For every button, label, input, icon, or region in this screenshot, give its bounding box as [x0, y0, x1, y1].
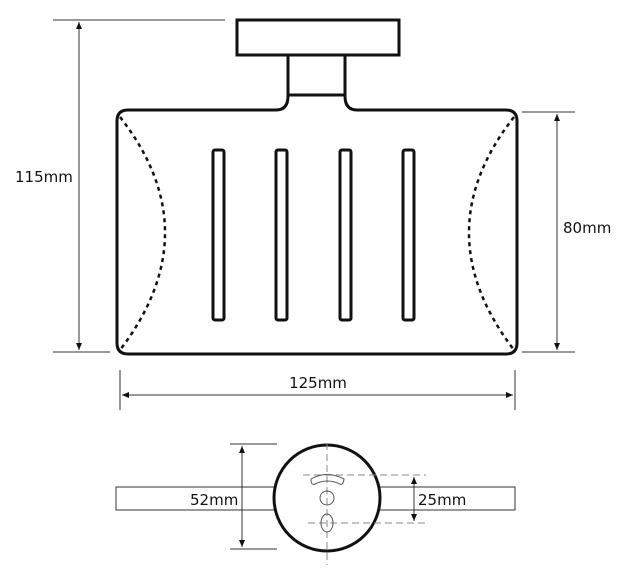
- height-dimension: 115mm: [15, 19, 225, 353]
- right-hidden-curve: [467, 116, 515, 351]
- mount-hole: [320, 513, 334, 533]
- screw-hole: [319, 490, 335, 506]
- front-view: [115, 18, 519, 356]
- top-view: 52mm 25mm: [115, 443, 516, 565]
- diameter-label: 52mm: [190, 491, 238, 509]
- drain-slots: [211, 148, 416, 322]
- width-label: 125mm: [289, 374, 347, 392]
- body-height-dimension: 80mm: [522, 111, 611, 353]
- total-height-label: 115mm: [15, 168, 73, 186]
- hole-spacing-label: 25mm: [418, 491, 466, 509]
- wall-plate: [235, 18, 401, 57]
- body-height-label: 80mm: [563, 219, 611, 237]
- dish-body: [115, 55, 519, 356]
- width-dimension: 125mm: [119, 370, 516, 410]
- left-hidden-curve: [119, 116, 167, 351]
- keyhole-slot: [310, 474, 345, 485]
